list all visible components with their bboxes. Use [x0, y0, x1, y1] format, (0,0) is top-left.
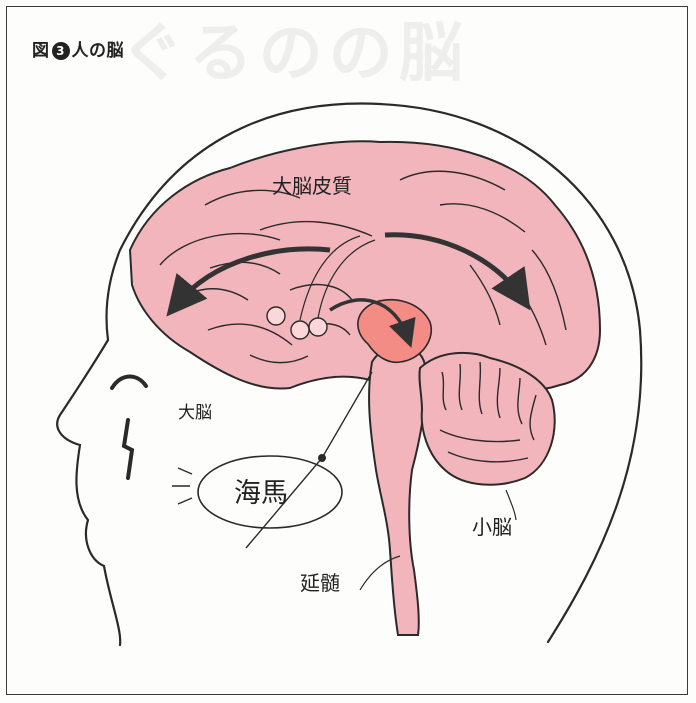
label-hippocampus: 海馬 [234, 478, 288, 509]
thalamus-circle [291, 321, 309, 339]
label-brainstem: 延髄 [300, 571, 340, 595]
eyebrow-mark [112, 377, 146, 389]
thalamus-circle [267, 307, 285, 325]
cerebrum-shape [130, 141, 600, 390]
pointer-dot [318, 454, 326, 462]
brainstem-shape [369, 346, 426, 635]
label-cerebrum: 大脳 [178, 403, 212, 423]
eye-mark [124, 420, 132, 478]
thalamus-circle [309, 318, 327, 336]
label-cortex: 大脳皮質 [272, 174, 352, 198]
emphasis-ticks [172, 468, 192, 504]
label-cerebellum: 小脳 [472, 515, 512, 539]
